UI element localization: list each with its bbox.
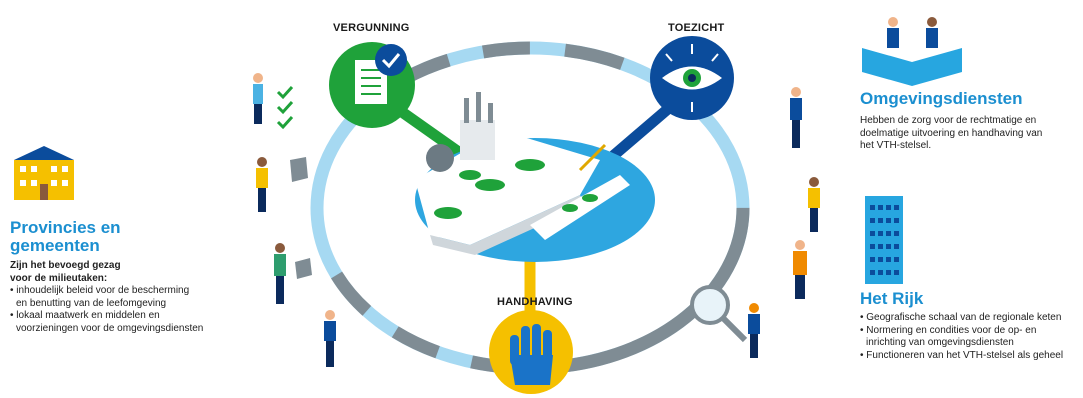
rijk-text: Geografische schaal van de regionale ket… (860, 312, 1063, 362)
ring-notebook (295, 258, 312, 279)
person-figure (274, 243, 286, 304)
checklist-icon (276, 85, 294, 130)
toezicht-node (650, 36, 734, 120)
person-figure (793, 240, 807, 299)
provincies-text: Zijn het bevoegd gezag voor de milieutak… (10, 260, 203, 335)
toezicht-label: TOEZICHT (668, 22, 725, 34)
ship (530, 175, 630, 240)
person-figure (253, 73, 263, 124)
team-desk-icon (862, 17, 962, 86)
person-figure (256, 157, 268, 212)
provincies-title: Provincies en gemeenten (10, 218, 121, 255)
person-figure (790, 87, 802, 148)
vergunning-label: VERGUNNING (333, 22, 410, 34)
town-hall-icon (14, 146, 74, 200)
office-building-icon (865, 196, 903, 284)
crane (578, 143, 607, 172)
omgevingsdiensten-text: Hebben de zorg voor de rechtmatige en do… (860, 115, 1043, 151)
magnifier-icon (690, 285, 748, 343)
ring-notebook (290, 157, 308, 182)
central-industry-island (415, 92, 655, 262)
hand-stop-icon (510, 324, 553, 385)
handhaving-label: HANDHAVING (497, 296, 573, 308)
person-figure (808, 177, 820, 232)
omgevingsdiensten-title: Omgevingsdiensten (860, 89, 1023, 108)
rijk-title: Het Rijk (860, 289, 924, 308)
person-figure (324, 310, 336, 367)
eye-icon (662, 44, 722, 112)
vergunning-node (329, 42, 415, 128)
person-figure (748, 303, 760, 358)
handhaving-node (489, 310, 573, 394)
